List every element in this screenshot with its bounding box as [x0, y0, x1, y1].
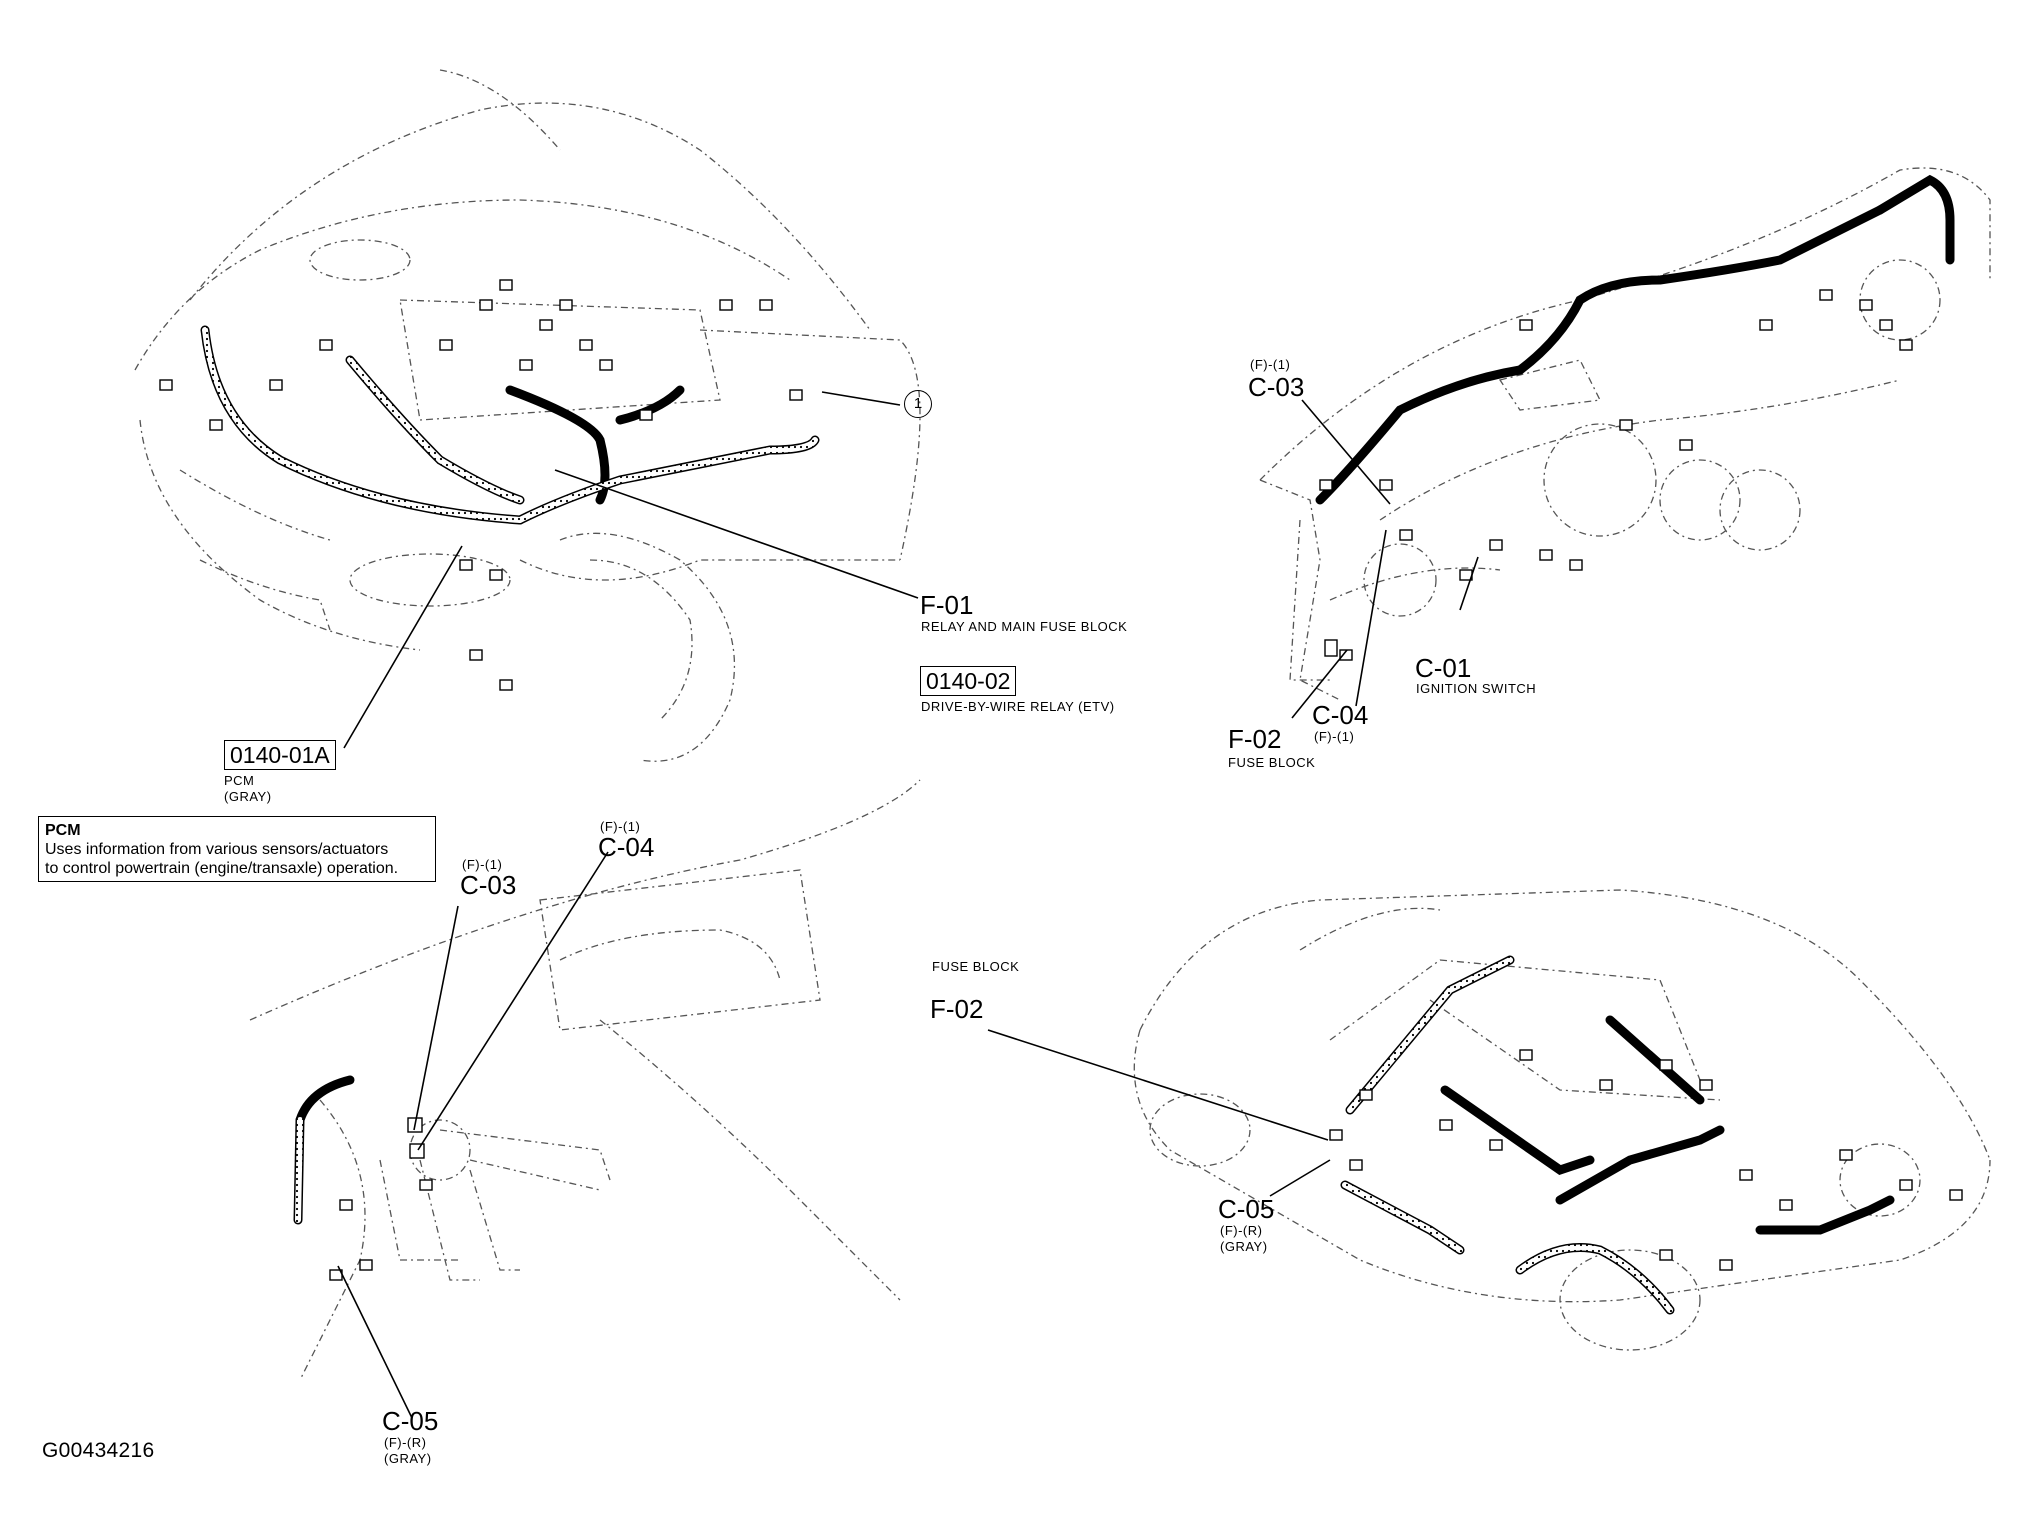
- tr-c03-code: C-03: [1248, 372, 1305, 402]
- br-c05-code: C-05: [1218, 1194, 1275, 1224]
- bl-c04-code: C-04: [598, 832, 655, 862]
- harness-dots: [202, 327, 1673, 1313]
- br-f02-code: F-02: [930, 994, 984, 1024]
- f01-code: F-01: [920, 590, 974, 620]
- tr-c01-code: C-01: [1415, 653, 1472, 683]
- br-c05-color: (GRAY): [1220, 1239, 1268, 1254]
- tr-c01-name: IGNITION SWITCH: [1416, 681, 1537, 696]
- bl-c05-color: (GRAY): [384, 1451, 432, 1466]
- relay-name: DRIVE-BY-WIRE RELAY (ETV): [921, 699, 1115, 714]
- tr-c04-pos: (F)-(1): [1314, 729, 1355, 744]
- tr-f02-code: F-02: [1228, 724, 1282, 754]
- bl-c05-pos: (F)-(R): [384, 1435, 427, 1450]
- f01-name: RELAY AND MAIN FUSE BLOCK: [921, 619, 1128, 634]
- tr-c03-pos: (F)-(1): [1250, 357, 1291, 372]
- bl-c03-pos: (F)-(1): [462, 857, 503, 872]
- pcm-connector-name: PCM: [224, 773, 255, 788]
- figure-id: G00434216: [42, 1439, 155, 1462]
- pcm-info-title: PCM: [45, 822, 81, 839]
- pcm-info-line1: Uses information from various sensors/ac…: [45, 841, 389, 858]
- pcm-connector-code-box: 0140-01A: [224, 740, 336, 771]
- relay-code-box: 0140-02: [920, 666, 1017, 697]
- pcm-info-line2: to control powertrain (engine/transaxle)…: [45, 860, 399, 877]
- callout-circle-1: 1: [904, 390, 932, 418]
- tr-c04-code: C-04: [1312, 700, 1369, 730]
- bl-c04-pos: (F)-(1): [600, 819, 641, 834]
- br-fuse-block-title: FUSE BLOCK: [932, 959, 1020, 974]
- connector-boxes: [159, 279, 1963, 1281]
- pcm-info-box: PCM Uses information from various sensor…: [38, 816, 436, 882]
- dashboard-view: [1259, 167, 1991, 701]
- harness-lines: [200, 174, 1955, 1315]
- pedal-area-view: [249, 779, 921, 1381]
- bl-c03-code: C-03: [460, 870, 517, 900]
- pcm-connector-color: (GRAY): [224, 789, 272, 804]
- tr-f02-name: FUSE BLOCK: [1228, 755, 1316, 770]
- engine-bay-view: [134, 69, 921, 762]
- bl-c05-code: C-05: [382, 1406, 439, 1436]
- vehicle-floor-view: [1133, 889, 1991, 1351]
- br-c05-pos: (F)-(R): [1220, 1223, 1263, 1238]
- leader-lines: [337, 391, 1479, 1419]
